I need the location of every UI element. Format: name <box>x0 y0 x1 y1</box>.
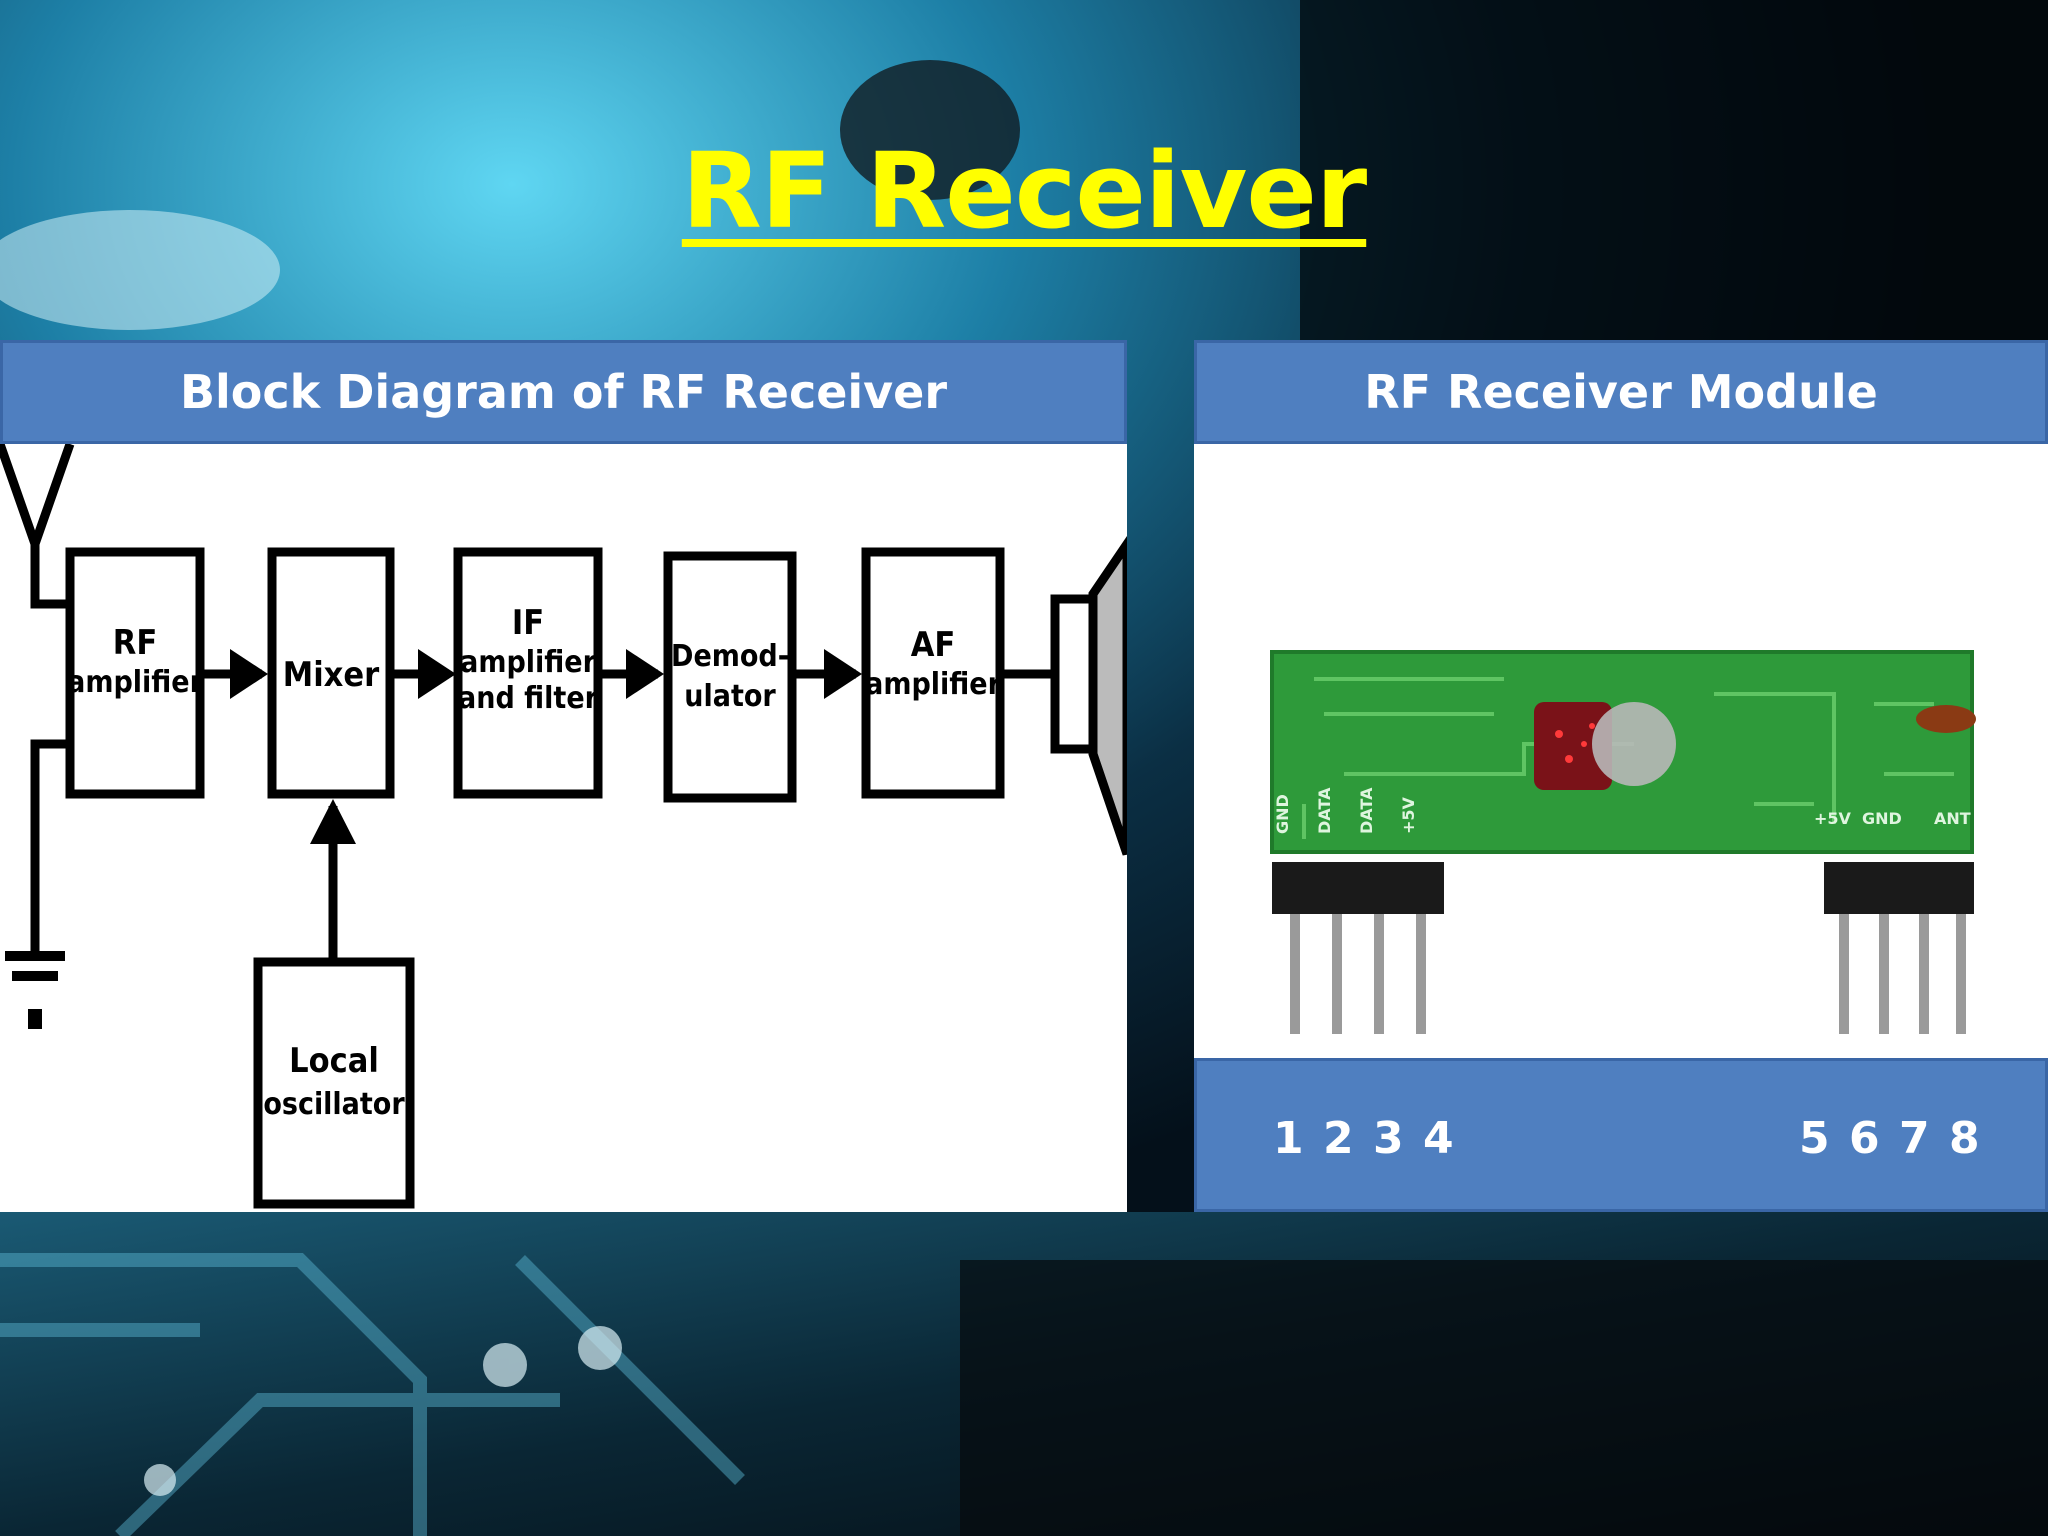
if-amplifier-label-1: IF <box>512 603 544 643</box>
demodulator-label-2: ulator <box>684 679 776 714</box>
pin-numbers-bar: 1 2 3 4 5 6 7 8 <box>1194 1058 2048 1212</box>
crystal-can <box>1592 702 1676 786</box>
if-amplifier-label-3: and filter <box>458 681 599 716</box>
local-oscillator-label-2: oscillator <box>263 1087 405 1122</box>
right-pin-header <box>1824 862 1974 1034</box>
board-pin-label-5: +5V <box>1814 809 1852 828</box>
pin-number-8: 8 <box>1949 1113 1980 1164</box>
demodulator-block <box>663 551 797 803</box>
speaker-symbol <box>1050 535 1127 856</box>
slide-title: RF Receiver <box>681 130 1367 252</box>
block-diagram-header: Block Diagram of RF Receiver <box>0 340 1127 444</box>
board-pin-label-1: GND <box>1273 794 1292 834</box>
rf-module-photo: GND DATA DATA +5V +5V GND ANT <box>1194 444 2048 1058</box>
pin-number-2: 2 <box>1323 1113 1354 1164</box>
left-pin-header <box>1272 862 1444 1034</box>
block-diagram: RF amplifier Mixer IF amplifier and filt… <box>0 444 1127 1212</box>
pin-number-4: 4 <box>1423 1113 1454 1164</box>
board-pin-label-8: ANT <box>1934 809 1971 828</box>
pin-number-6: 6 <box>1849 1113 1880 1164</box>
local-oscillator-block <box>253 957 415 1209</box>
board-pin-label-3: DATA <box>1357 787 1376 834</box>
board-pin-label-2: DATA <box>1315 787 1334 834</box>
pin-number-3: 3 <box>1373 1113 1404 1164</box>
pcb-board <box>1270 650 1974 854</box>
if-amplifier-label-2: amplifier <box>460 645 596 680</box>
rf-amplifier-label-1: RF <box>113 623 157 663</box>
pin-number-1: 1 <box>1273 1113 1304 1164</box>
pin-number-7: 7 <box>1899 1113 1930 1164</box>
module-header: RF Receiver Module <box>1194 340 2048 444</box>
local-oscillator-label-1: Local <box>289 1041 379 1081</box>
ground-symbol <box>30 739 70 954</box>
antenna-symbol <box>0 444 75 609</box>
board-pin-label-6: GND <box>1862 809 1902 828</box>
af-amplifier-label-1: AF <box>911 625 956 665</box>
coil <box>1916 705 1976 733</box>
pin-number-5: 5 <box>1799 1113 1830 1164</box>
board-pin-label-4: +5V <box>1399 796 1418 834</box>
af-amplifier-label-2: amplifier <box>865 667 1001 702</box>
mixer-label: Mixer <box>283 655 380 695</box>
demodulator-label-1: Demod- <box>671 639 789 674</box>
rf-amplifier-label-2: amplifier <box>67 665 203 700</box>
